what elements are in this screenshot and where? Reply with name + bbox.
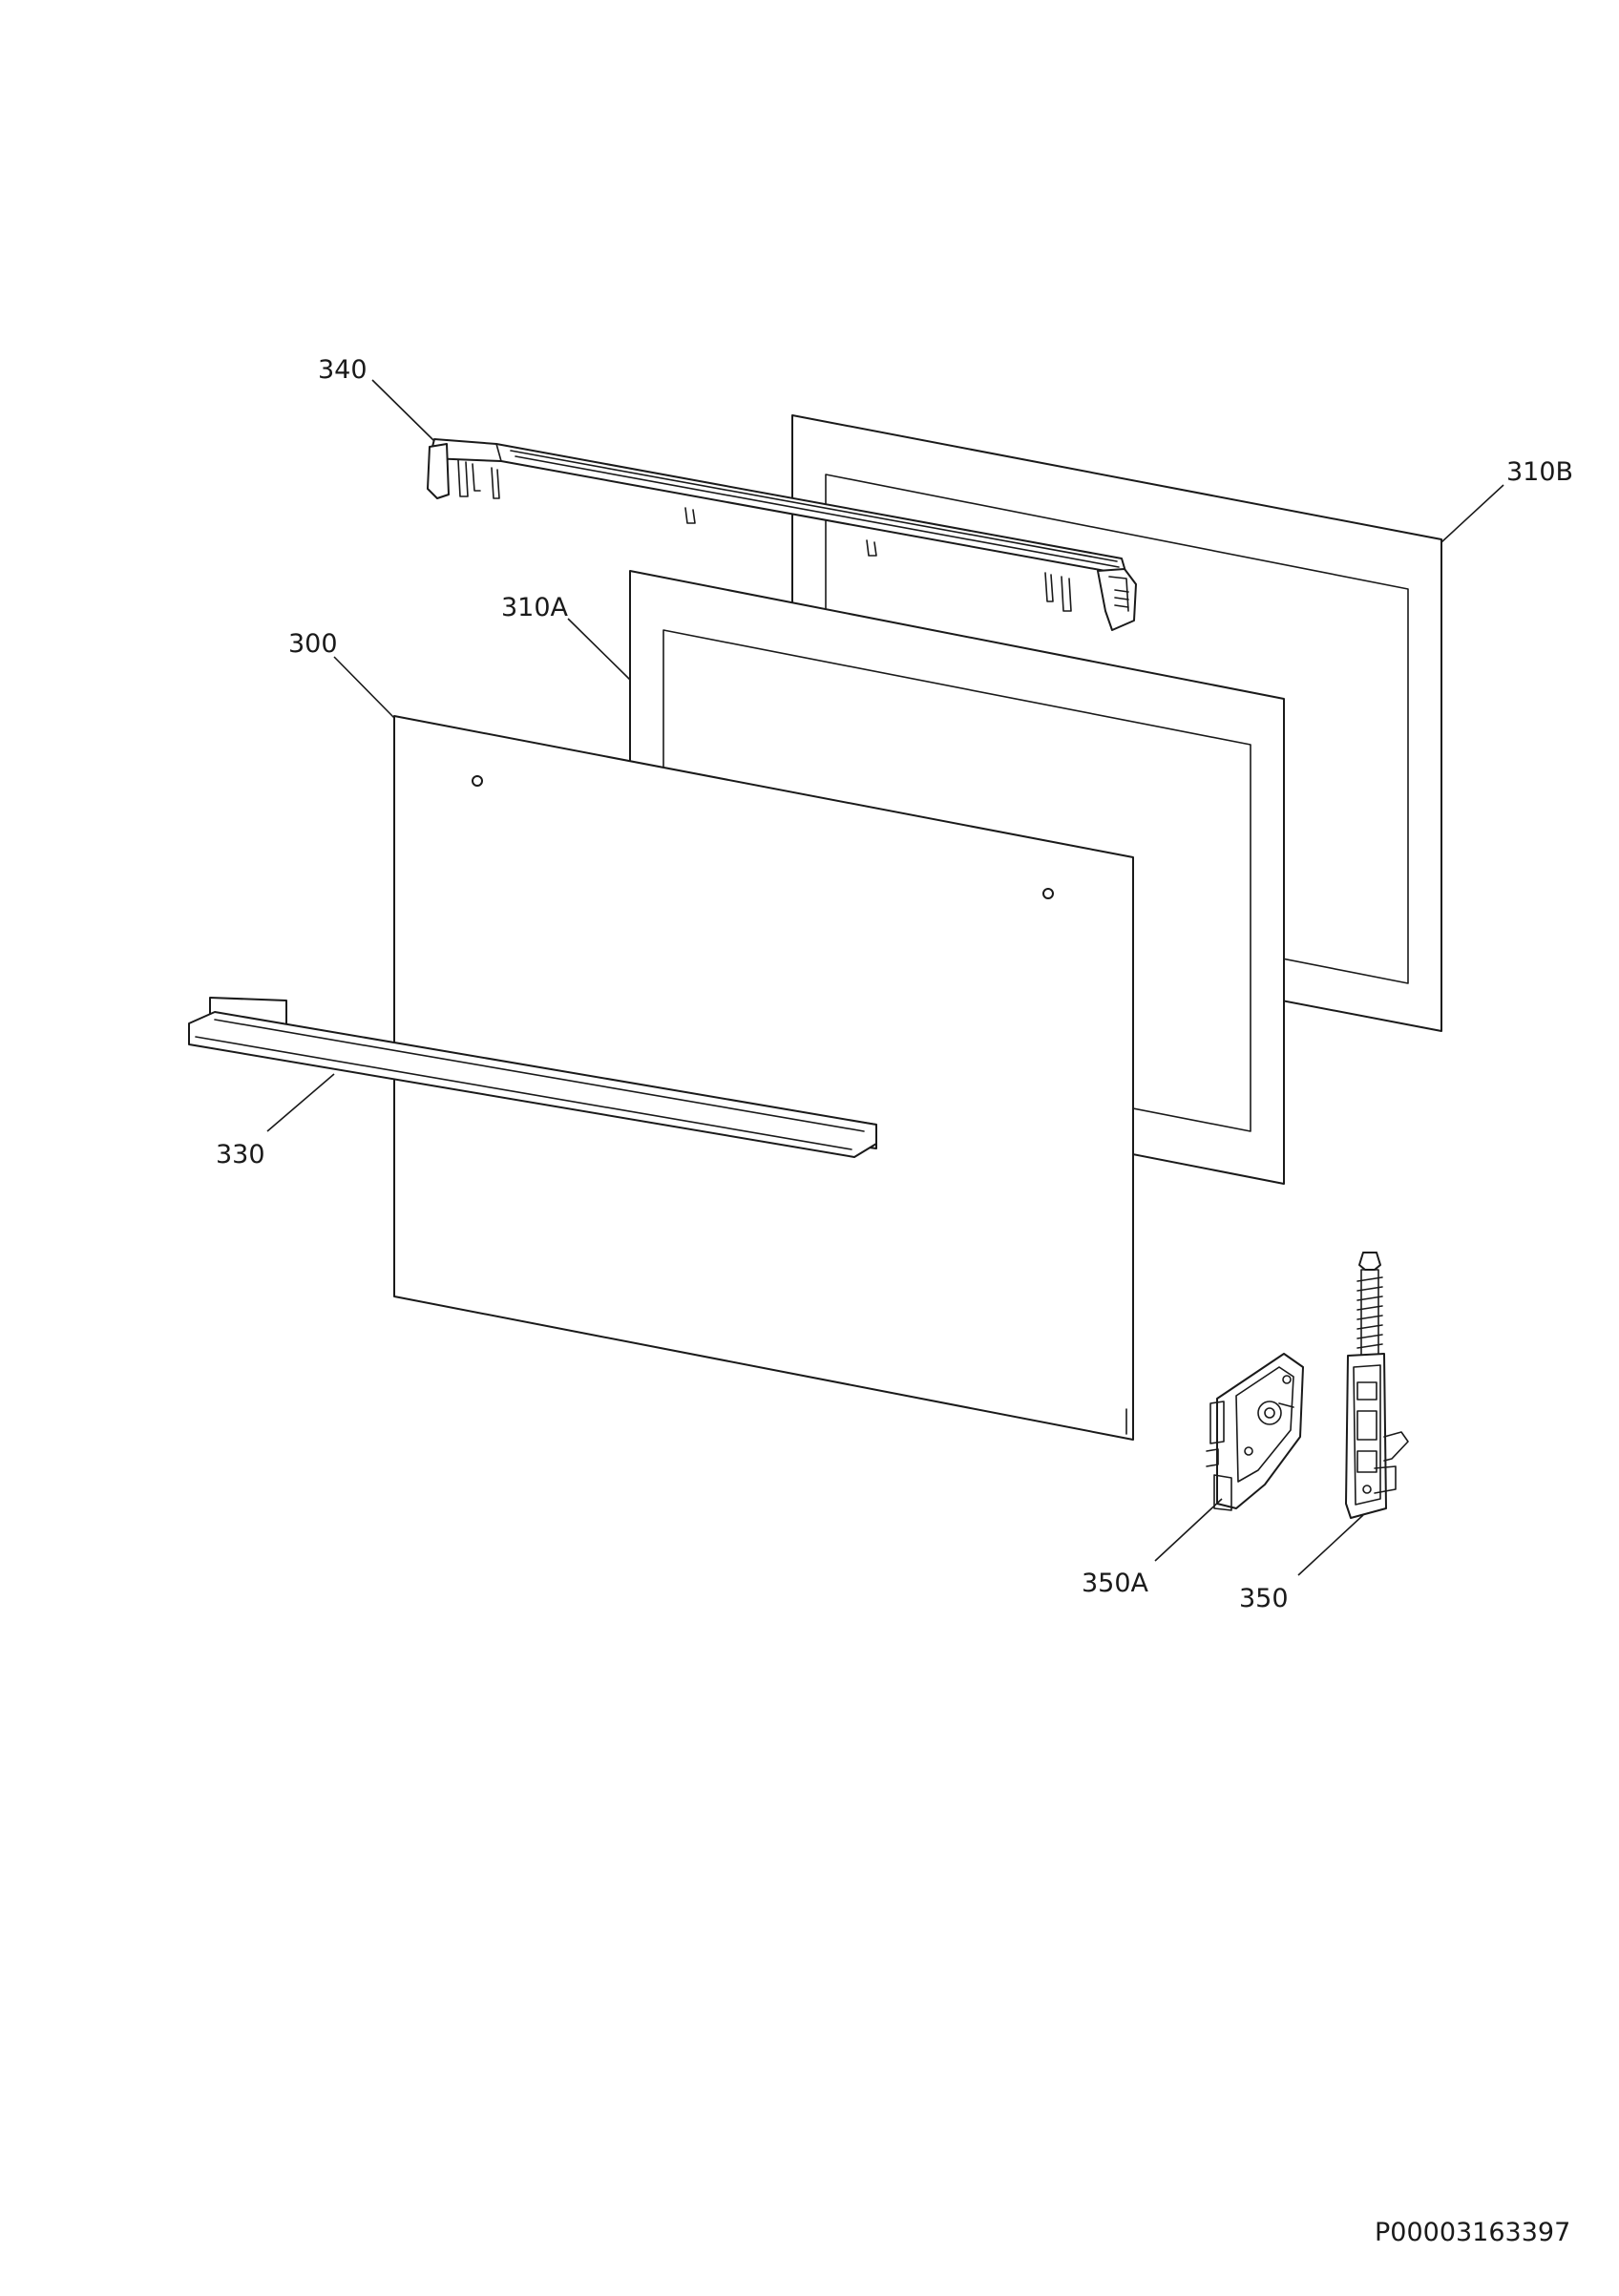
leader-350A <box>1154 1498 1223 1562</box>
label-340: 340 <box>318 355 368 385</box>
label-300: 300 <box>288 629 338 659</box>
label-350A: 350A <box>1082 1569 1149 1598</box>
part-350A-hinge-block <box>1206 1353 1304 1511</box>
label-310B: 310B <box>1506 457 1573 487</box>
leader-310A <box>567 618 631 681</box>
label-350: 350 <box>1239 1584 1289 1613</box>
label-330: 330 <box>216 1140 265 1169</box>
part-350-hinge-spring <box>1345 1252 1409 1519</box>
leader-300 <box>333 656 395 719</box>
label-310A: 310A <box>501 593 569 622</box>
leader-310B <box>1440 484 1504 543</box>
leader-330 <box>266 1073 335 1132</box>
leader-350 <box>1297 1514 1364 1576</box>
leader-340 <box>371 379 435 442</box>
part-300-outer-door-glass <box>393 715 1134 1441</box>
part-330-handle <box>188 997 877 1158</box>
part-340-top-trim <box>427 438 1137 631</box>
document-id: P00003163397 <box>1375 2218 1570 2247</box>
